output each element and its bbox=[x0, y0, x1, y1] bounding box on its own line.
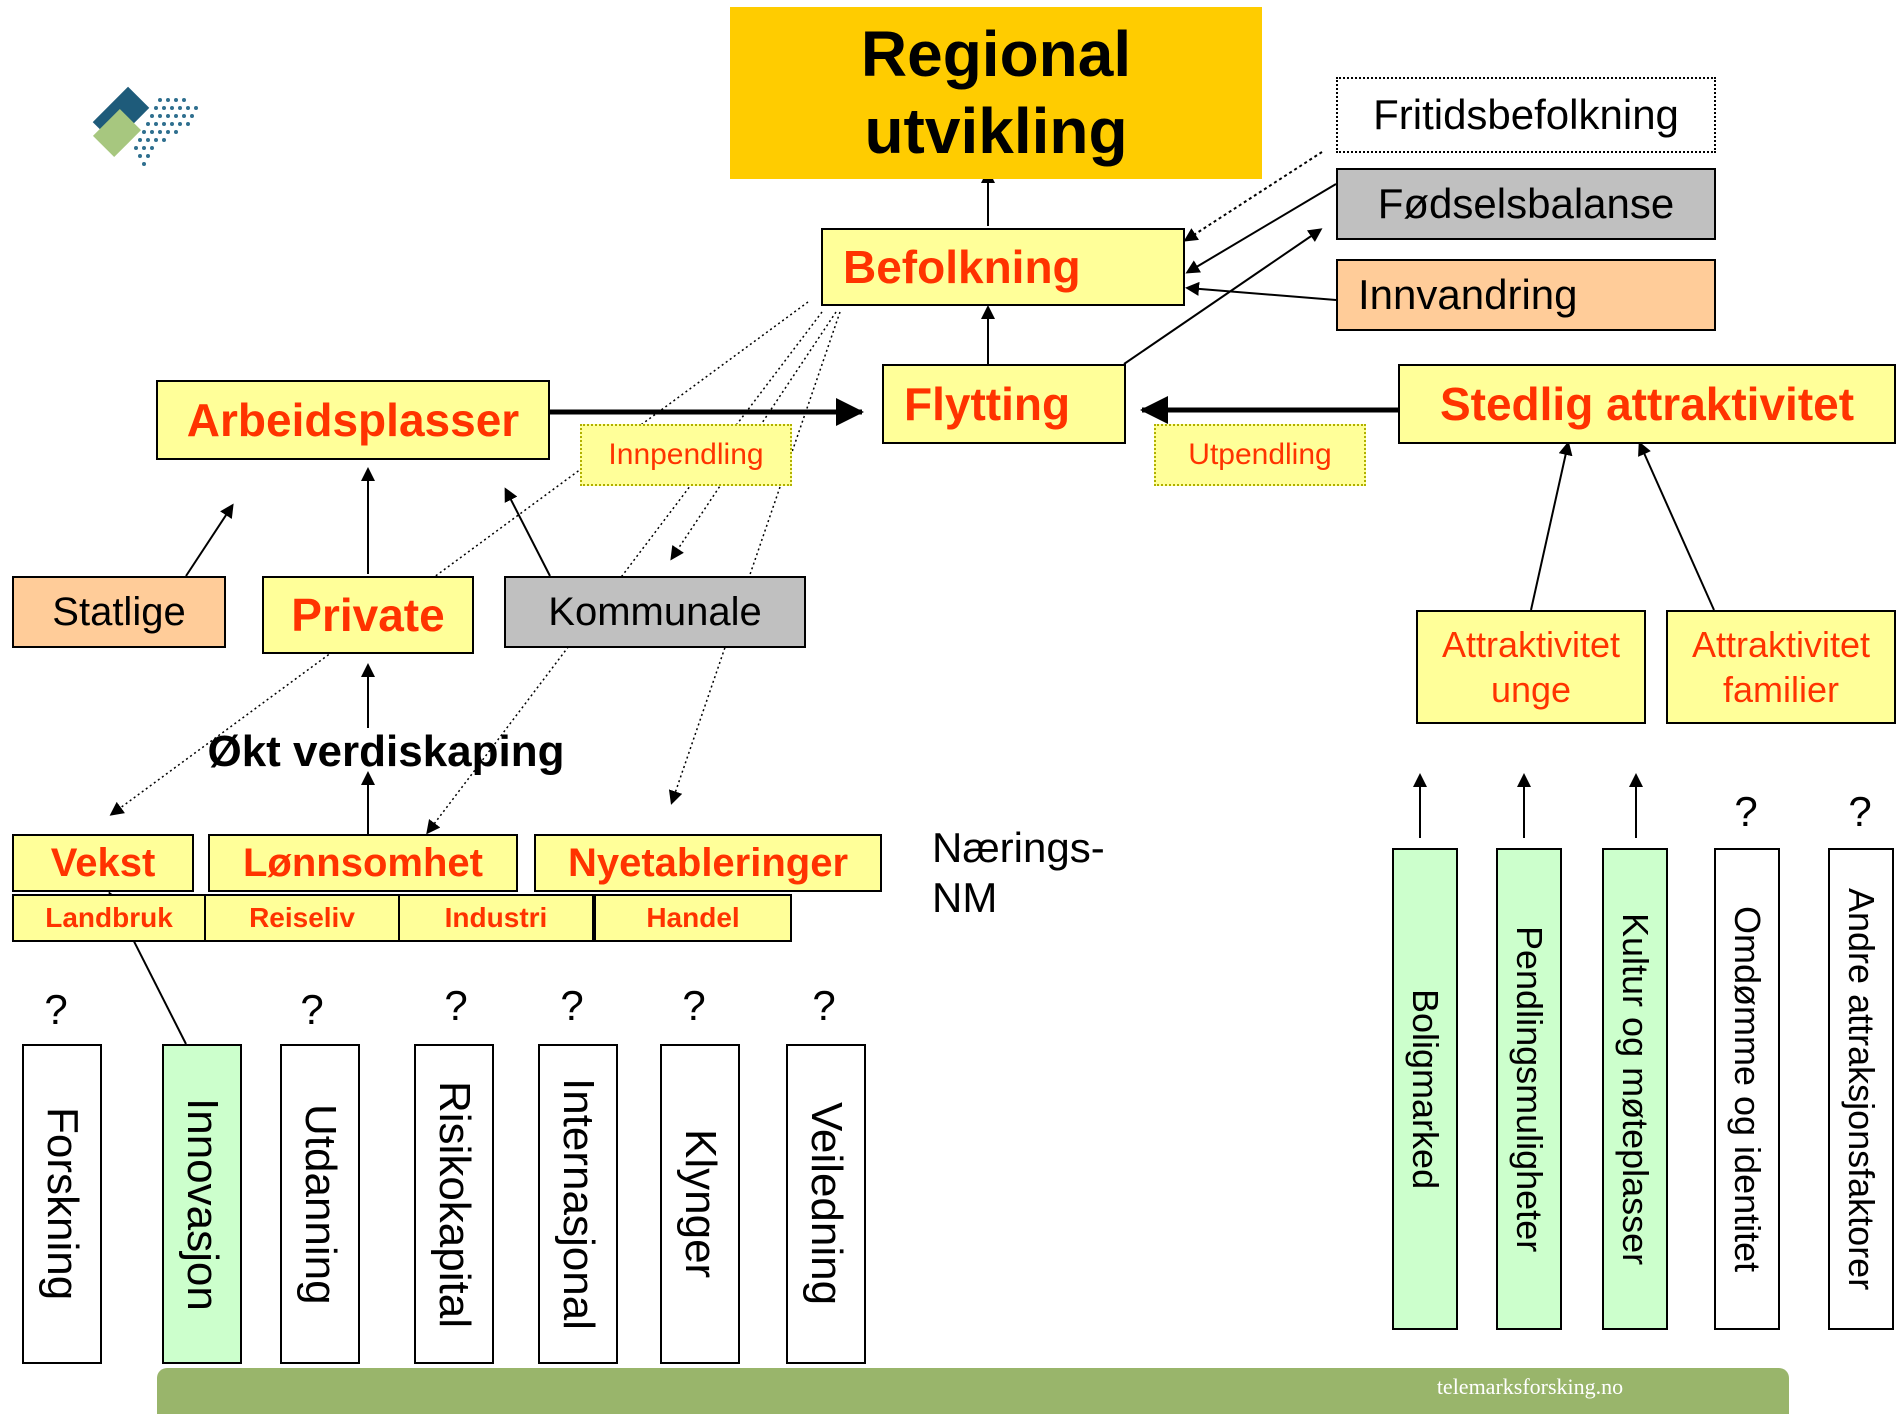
innpendling-box: Innpendling bbox=[580, 424, 792, 486]
flytting-box: Flytting bbox=[882, 364, 1126, 444]
sector-landbruk-label: Landbruk bbox=[45, 901, 173, 933]
sector-industri: Industri bbox=[398, 894, 594, 942]
attraktivitet-familier-box: Attraktivitet familier bbox=[1666, 610, 1896, 724]
factor-pendlingsmuligheter-label: Pendlingsmuligheter bbox=[1509, 925, 1550, 1253]
statlige-label: Statlige bbox=[52, 590, 186, 634]
factor-kultur-og-moteplasser: Kultur og møteplasser bbox=[1602, 848, 1668, 1330]
sector-reiseliv-label: Reiseliv bbox=[249, 901, 355, 933]
sector-industri-label: Industri bbox=[444, 901, 548, 933]
factor-internasjonal-label: Internasjonal bbox=[554, 1078, 603, 1330]
factor-internasjonal: Internasjonal bbox=[538, 1044, 618, 1364]
kommunale-label: Kommunale bbox=[548, 590, 762, 634]
befolkning-label: Befolkning bbox=[843, 240, 1081, 293]
utpendling-label: Utpendling bbox=[1188, 437, 1332, 471]
factor-forskning: Forskning bbox=[22, 1044, 102, 1364]
vekst-label: Vekst bbox=[50, 841, 156, 885]
question-mark-utdanning: ? bbox=[300, 986, 324, 1033]
private-label: Private bbox=[291, 588, 445, 641]
sector-handel-label: Handel bbox=[646, 901, 740, 933]
fritidsbefolkning-label: Fritidsbefolkning bbox=[1373, 90, 1679, 138]
factor-risikokapital-label: Risikokapital bbox=[430, 1080, 479, 1328]
factor-boligmarked: Boligmarked bbox=[1392, 848, 1458, 1330]
lonnsomhet-box: Lønnsomhet bbox=[208, 834, 518, 892]
nyetableringer-label: Nyetableringer bbox=[567, 841, 849, 885]
vekst-box: Vekst bbox=[12, 834, 194, 892]
private-box: Private bbox=[262, 576, 474, 654]
befolkning-box: Befolkning bbox=[821, 228, 1185, 306]
factor-omdomme-label: Omdømme og identitet bbox=[1727, 905, 1768, 1273]
nyetableringer-box: Nyetableringer bbox=[534, 834, 882, 892]
factor-andre-label: Andre attraksjonsfaktorer bbox=[1841, 887, 1882, 1291]
attraktivitet-unge-label: Attraktivitet unge bbox=[1441, 624, 1621, 710]
factor-klynger: Klynger bbox=[660, 1044, 740, 1364]
question-mark-klynger: ? bbox=[682, 982, 706, 1029]
sector-landbruk: Landbruk bbox=[12, 894, 206, 942]
regional-utvikling-label: Regional utvikling bbox=[860, 18, 1132, 167]
okt-verdiskaping-label: Økt verdiskaping bbox=[186, 724, 586, 780]
naerings-nm-text: Nærings-NM bbox=[932, 823, 1105, 921]
attraktivitet-familier-label: Attraktivitet familier bbox=[1691, 624, 1871, 710]
factor-pendlingsmuligheter: Pendlingsmuligheter bbox=[1496, 848, 1562, 1330]
arbeidsplasser-box: Arbeidsplasser bbox=[156, 380, 550, 460]
regional-utvikling-box: Regional utvikling bbox=[730, 7, 1262, 179]
factor-andre-attraksjonsfaktorer: Andre attraksjonsfaktorer bbox=[1828, 848, 1894, 1330]
naerings-nm-label: Nærings-NM bbox=[932, 818, 1132, 928]
question-mark-omdomme: ? bbox=[1734, 788, 1758, 835]
question-mark-veiledning: ? bbox=[812, 982, 836, 1029]
innvandring-label: Innvandring bbox=[1358, 270, 1578, 318]
fodselsbalanse-label: Fødselsbalanse bbox=[1377, 179, 1675, 227]
factor-boligmarked-label: Boligmarked bbox=[1405, 988, 1446, 1190]
question-mark-andre: ? bbox=[1848, 788, 1872, 835]
footer-url[interactable]: telemarksforsking.no bbox=[1436, 1374, 1624, 1399]
stedlig-attraktivitet-label: Stedlig attraktivitet bbox=[1439, 377, 1855, 430]
flytting-label: Flytting bbox=[904, 377, 1071, 430]
factor-klynger-label: Klynger bbox=[676, 1129, 725, 1279]
kommunale-box: Kommunale bbox=[504, 576, 806, 648]
innpendling-label: Innpendling bbox=[608, 437, 764, 471]
sector-reiseliv: Reiseliv bbox=[204, 894, 400, 942]
statlige-box: Statlige bbox=[12, 576, 226, 648]
okt-verdiskaping-text: Økt verdiskaping bbox=[207, 726, 565, 776]
innvandring-box: Innvandring bbox=[1336, 259, 1716, 331]
question-mark-forskning: ? bbox=[44, 986, 68, 1033]
question-mark-internasjonal: ? bbox=[560, 982, 584, 1029]
fodselsbalanse-box: Fødselsbalanse bbox=[1336, 168, 1716, 240]
logo bbox=[92, 86, 198, 166]
utpendling-box: Utpendling bbox=[1154, 424, 1366, 486]
sector-handel: Handel bbox=[594, 894, 792, 942]
factor-forskning-label: Forskning bbox=[38, 1107, 87, 1301]
factor-innovasjon-label: Innovasjon bbox=[178, 1097, 227, 1311]
question-mark-risikokapital: ? bbox=[444, 982, 468, 1029]
factor-veiledning: Veiledning bbox=[786, 1044, 866, 1364]
stedlig-attraktivitet-box: Stedlig attraktivitet bbox=[1398, 364, 1896, 444]
footer-bar bbox=[157, 1368, 1789, 1414]
factor-risikokapital: Risikokapital bbox=[414, 1044, 494, 1364]
factor-innovasjon: Innovasjon bbox=[162, 1044, 242, 1364]
fritidsbefolkning-box: Fritidsbefolkning bbox=[1336, 77, 1716, 153]
arbeidsplasser-label: Arbeidsplasser bbox=[186, 393, 520, 446]
factor-veiledning-label: Veiledning bbox=[802, 1102, 851, 1306]
factor-utdanning: Utdanning bbox=[280, 1044, 360, 1364]
attraktivitet-unge-box: Attraktivitet unge bbox=[1416, 610, 1646, 724]
factor-omdomme-og-identitet: Omdømme og identitet bbox=[1714, 848, 1780, 1330]
lonnsomhet-label: Lønnsomhet bbox=[243, 841, 483, 885]
factor-kultur-label: Kultur og møteplasser bbox=[1615, 912, 1656, 1266]
factor-utdanning-label: Utdanning bbox=[296, 1103, 345, 1305]
